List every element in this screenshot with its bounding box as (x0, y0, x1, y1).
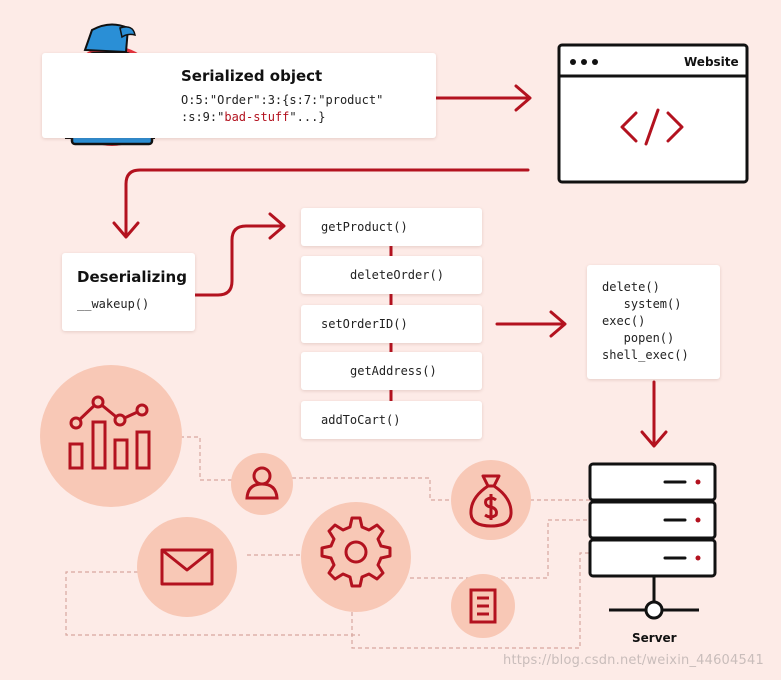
serialized-line-1: O:5:"Order":3:{s:7:"product" (181, 93, 384, 107)
money-bag-icon (469, 474, 513, 528)
serialized-line-2-suffix: "...} (289, 110, 326, 124)
deserializing-title: Deserializing (77, 268, 187, 286)
website-window-icon (557, 43, 749, 184)
method-get-address: getAddress() (301, 352, 482, 390)
gear-icon (320, 516, 392, 588)
dangerous-functions-card: delete() system() exec() popen() shell_e… (587, 265, 720, 379)
code-brackets-icon (620, 108, 684, 146)
serialized-line-2-prefix: :s:9:" (181, 110, 225, 124)
bad-payload-text: bad-stuff (224, 110, 290, 124)
user-icon (245, 466, 279, 500)
serialized-object-card: Serialized object O:5:"Order":3:{s:7:"pr… (42, 53, 436, 138)
chart-circle (40, 365, 182, 507)
method-add-to-cart: addToCart() (301, 401, 482, 439)
flow-arrows (112, 84, 668, 448)
func-delete: delete() (602, 280, 660, 294)
mail-circle (137, 517, 237, 617)
func-exec: exec() (602, 314, 646, 328)
watermark: https://blog.csdn.net/weixin_44604541 (503, 653, 764, 668)
method-delete-order: deleteOrder() (301, 256, 482, 294)
method-set-order-id: setOrderID() (301, 305, 482, 343)
func-shell-exec: shell_exec() (602, 348, 689, 362)
func-system: system() (602, 297, 682, 311)
document-icon (469, 588, 497, 624)
dashed-connectors (65, 436, 590, 649)
mail-icon (160, 548, 214, 586)
method-get-product: getProduct() (301, 208, 482, 246)
bar-chart-icon (68, 395, 151, 470)
deserializing-card: Deserializing __wakeup() (62, 253, 195, 331)
server-label: Server (632, 631, 677, 645)
wakeup-method: __wakeup() (77, 297, 150, 311)
website-label: Website (684, 55, 739, 69)
func-popen: popen() (602, 331, 675, 345)
serialized-line-2: :s:9:"bad-stuff"...} (181, 110, 326, 124)
serialized-object-title: Serialized object (181, 67, 323, 85)
server-icon (588, 462, 717, 620)
